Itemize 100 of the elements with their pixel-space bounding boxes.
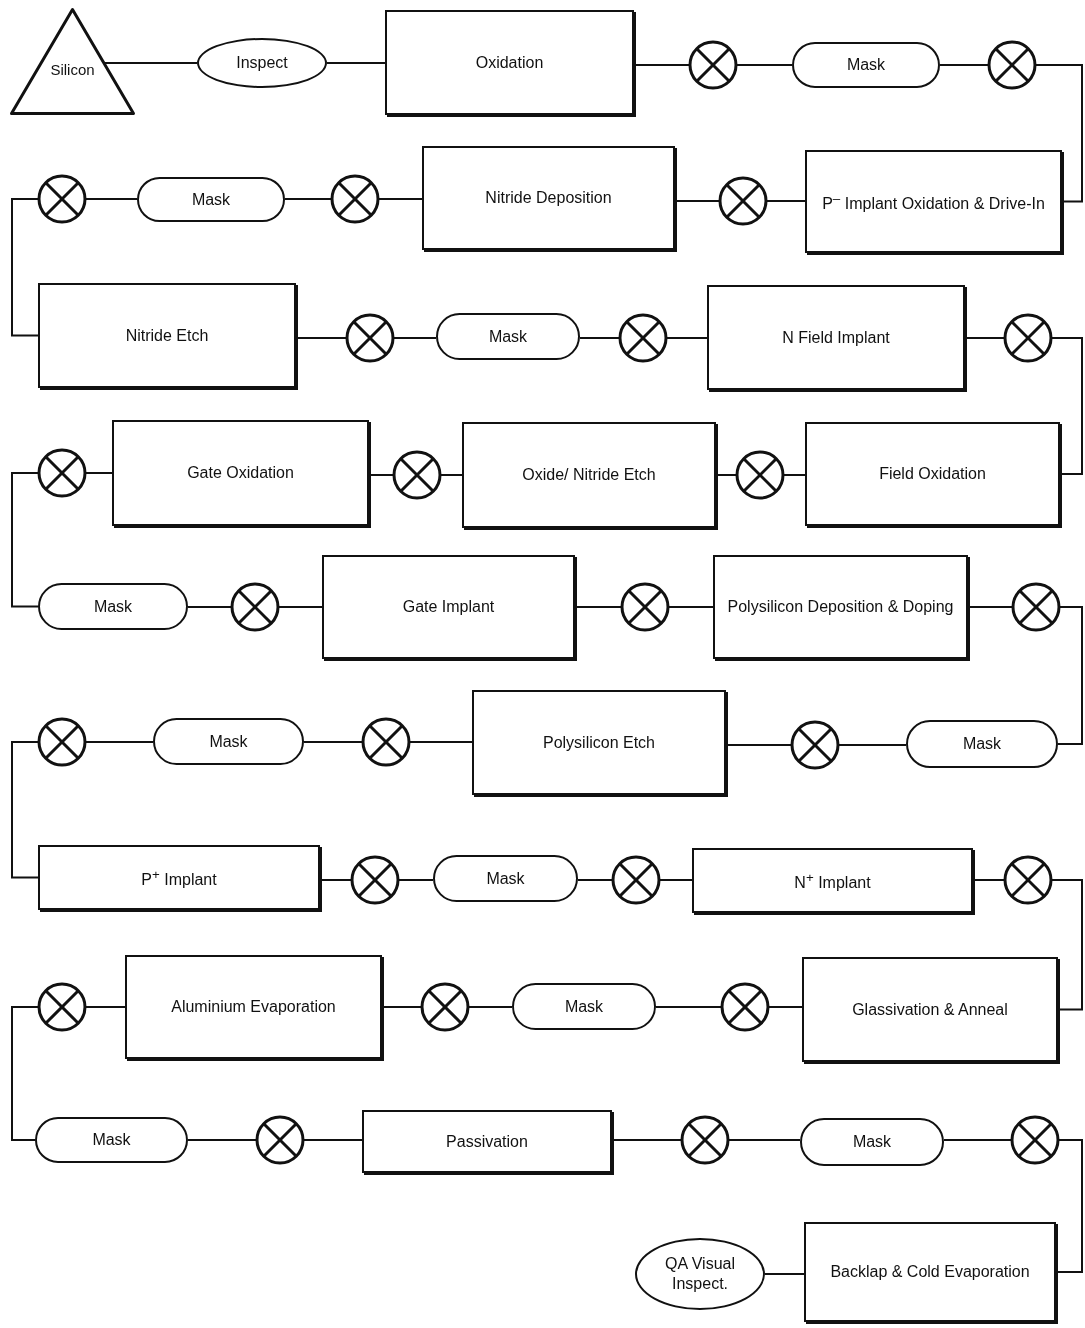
inspection-circle bbox=[37, 448, 87, 498]
inspection-circle bbox=[720, 982, 770, 1032]
connector-line bbox=[967, 606, 1014, 608]
process-box bbox=[472, 690, 726, 795]
connector-line bbox=[302, 1139, 363, 1141]
step-label: Nitride Etch bbox=[124, 325, 210, 346]
connector-line bbox=[397, 879, 434, 881]
step-label: Mask bbox=[208, 731, 249, 752]
process-box bbox=[362, 1110, 612, 1173]
connector-line bbox=[84, 741, 154, 743]
inspection-circle bbox=[392, 450, 442, 500]
connector-line bbox=[84, 1006, 126, 1008]
mask-pill bbox=[153, 718, 304, 765]
mask-pill bbox=[35, 1117, 188, 1163]
step-label: Aluminium Evaporation bbox=[170, 997, 337, 1017]
inspection-circle bbox=[790, 720, 840, 770]
connector-line bbox=[579, 337, 621, 339]
step-label: Mask bbox=[92, 596, 134, 617]
step-label: Oxide/ Nitride Etch bbox=[521, 465, 657, 485]
connector-line bbox=[439, 474, 463, 476]
connector-line bbox=[764, 1273, 805, 1275]
process-box bbox=[804, 1222, 1056, 1322]
inspection-circle bbox=[255, 1115, 305, 1165]
step-label: N$^{+}$ Implant bbox=[793, 868, 872, 894]
connector-line bbox=[377, 198, 423, 200]
step-label: N Field Implant bbox=[781, 327, 891, 348]
mask-pill bbox=[433, 855, 578, 902]
mask-pill bbox=[512, 983, 656, 1030]
step-label: Gate Implant bbox=[401, 597, 496, 617]
connector-line bbox=[11, 741, 40, 879]
connector-line bbox=[187, 1139, 258, 1141]
step-label: Gate Oxidation bbox=[186, 463, 295, 483]
connector-line bbox=[727, 1139, 801, 1141]
process-box bbox=[692, 848, 973, 913]
inspection-circle bbox=[620, 582, 670, 632]
mask-pill bbox=[800, 1118, 944, 1166]
step-label: QA Visual Inspect. bbox=[664, 1254, 736, 1294]
connector-line bbox=[837, 744, 907, 746]
material-triangle bbox=[10, 8, 135, 115]
process-box bbox=[422, 146, 675, 250]
connector-line bbox=[658, 879, 693, 881]
connector-line bbox=[84, 198, 138, 200]
connector-line bbox=[939, 64, 990, 66]
step-label: Polysilicon Deposition & Doping bbox=[726, 597, 955, 617]
inspection-ellipse bbox=[197, 38, 327, 88]
connector-line bbox=[574, 606, 623, 608]
connector-line bbox=[735, 64, 793, 66]
inspection-circle bbox=[345, 313, 395, 363]
mask-pill bbox=[137, 177, 285, 222]
connector-line bbox=[667, 606, 714, 608]
step-label: Mask bbox=[190, 189, 232, 210]
inspection-circle bbox=[987, 40, 1037, 90]
inspection-circle bbox=[1011, 582, 1061, 632]
process-box bbox=[713, 555, 968, 659]
inspection-circle bbox=[350, 855, 400, 905]
inspection-circle bbox=[735, 450, 785, 500]
inspection-circle bbox=[618, 313, 668, 363]
inspection-circle bbox=[230, 582, 280, 632]
mask-pill bbox=[38, 583, 188, 630]
step-label: Field Oxidation bbox=[878, 464, 987, 484]
inspection-ellipse bbox=[635, 1238, 765, 1310]
process-box bbox=[802, 957, 1058, 1062]
connector-line bbox=[381, 1006, 423, 1008]
connector-line bbox=[633, 64, 691, 66]
connector-line bbox=[295, 337, 348, 339]
connector-line bbox=[665, 337, 708, 339]
connector-line bbox=[765, 200, 806, 202]
inspection-circle bbox=[37, 174, 87, 224]
inspection-circle bbox=[1003, 313, 1053, 363]
step-label: Oxidation bbox=[474, 52, 545, 73]
connector-line bbox=[187, 606, 233, 608]
step-label: Polysilicon Etch bbox=[541, 732, 656, 753]
connector-line bbox=[611, 1139, 683, 1141]
step-label: Nitride Deposition bbox=[484, 188, 613, 208]
inspection-circle bbox=[330, 174, 380, 224]
step-label: Mask bbox=[487, 326, 529, 347]
connector-line bbox=[11, 1006, 40, 1141]
step-label: Mask bbox=[485, 868, 526, 889]
process-box bbox=[112, 420, 369, 526]
process-box bbox=[322, 555, 575, 659]
step-label: Silicon bbox=[50, 59, 95, 80]
step-label: Passivation bbox=[445, 1131, 529, 1152]
connector-line bbox=[725, 744, 793, 746]
process-box bbox=[385, 10, 634, 115]
process-box bbox=[125, 955, 382, 1059]
connector-line bbox=[11, 472, 40, 608]
inspection-circle bbox=[361, 717, 411, 767]
inspection-circle bbox=[718, 176, 768, 226]
step-label: Glassivation & Anneal bbox=[851, 999, 1009, 1020]
connector-line bbox=[782, 474, 806, 476]
connector-line bbox=[277, 606, 323, 608]
mask-pill bbox=[906, 720, 1058, 768]
step-label: P$^{+}$ Implant bbox=[140, 865, 218, 891]
inspection-circle bbox=[1003, 855, 1053, 905]
connector-line bbox=[715, 474, 738, 476]
connector-line bbox=[943, 1139, 1013, 1141]
connector-line bbox=[767, 1006, 803, 1008]
process-box bbox=[707, 285, 965, 390]
connector-line bbox=[284, 198, 333, 200]
mask-pill bbox=[792, 42, 940, 88]
